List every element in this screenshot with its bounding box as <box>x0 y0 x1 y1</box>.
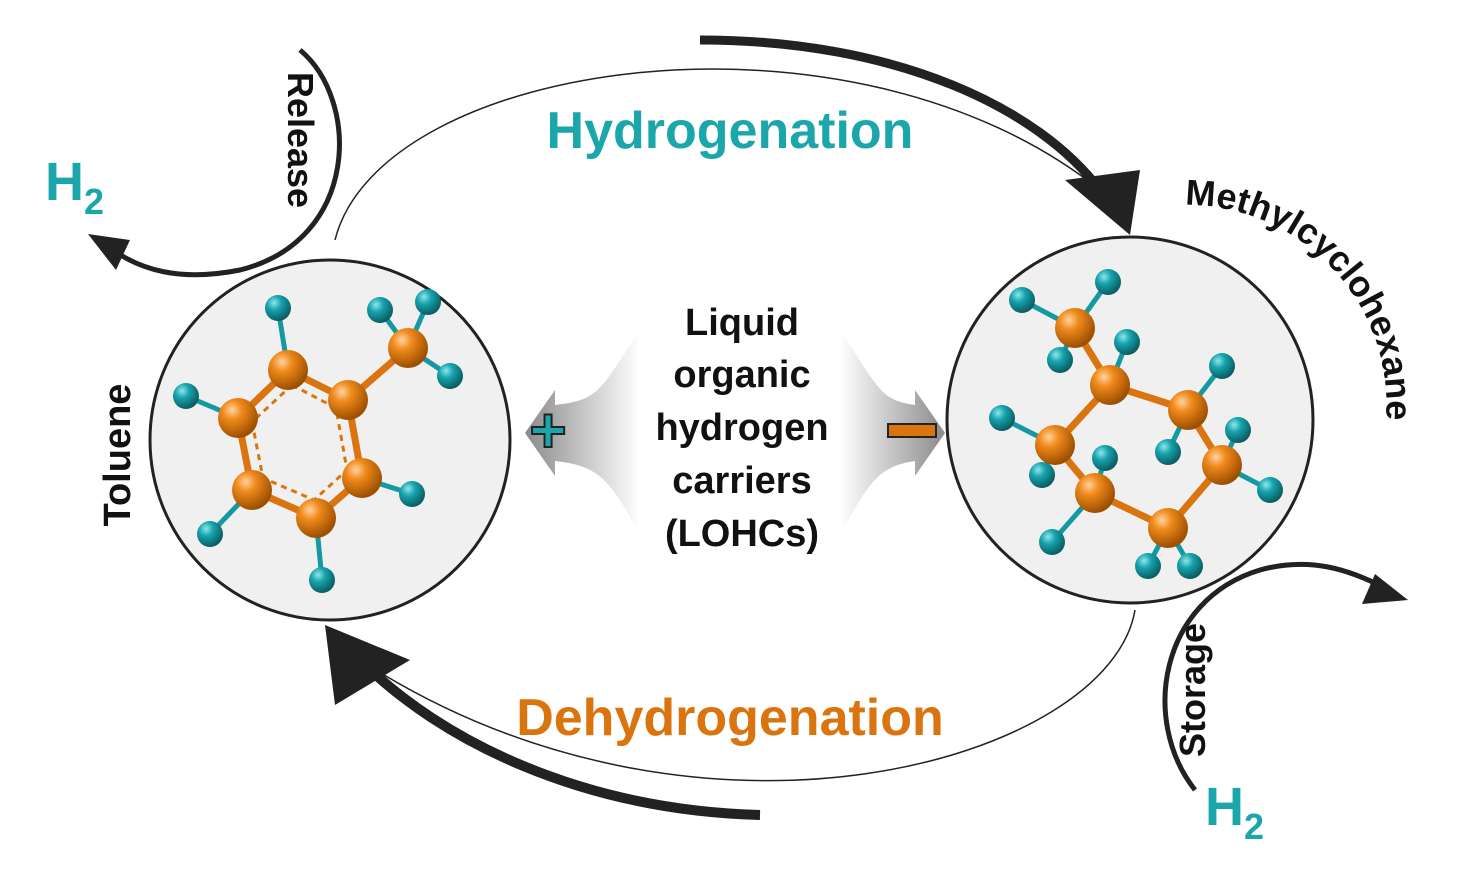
plus-sign: + <box>529 394 566 466</box>
center-label: Liquid organic hydrogen carriers (LOHCs) <box>655 302 828 555</box>
dehydrogenation-arrow <box>325 609 1136 820</box>
center-line-2: organic <box>673 354 810 396</box>
toluene-label: Toluene <box>97 384 139 527</box>
storage-arrow <box>1162 561 1408 792</box>
release-arrow <box>88 48 342 278</box>
toluene-molecule-icon <box>173 289 463 593</box>
release-label: Release <box>280 72 321 208</box>
hydrogenation-arrow <box>334 35 1140 241</box>
minus-sign-bar <box>887 423 937 438</box>
hydrogenation-label: Hydrogenation <box>547 102 914 160</box>
plus-arrow <box>525 330 640 535</box>
dehydrogenation-label: Dehydrogenation <box>516 689 944 747</box>
center-line-1: Liquid <box>685 302 799 344</box>
mch-molecule-icon <box>989 269 1283 579</box>
h2-release-label: H2 <box>45 152 104 222</box>
center-line-5: (LOHCs) <box>665 513 819 555</box>
center-line-3: hydrogen <box>655 407 828 449</box>
h2-storage-label: H2 <box>1205 777 1264 847</box>
mch-circle <box>945 235 1315 605</box>
toluene-circle <box>148 258 512 622</box>
storage-label: Storage <box>1172 623 1213 757</box>
center-line-4: carriers <box>672 460 811 502</box>
